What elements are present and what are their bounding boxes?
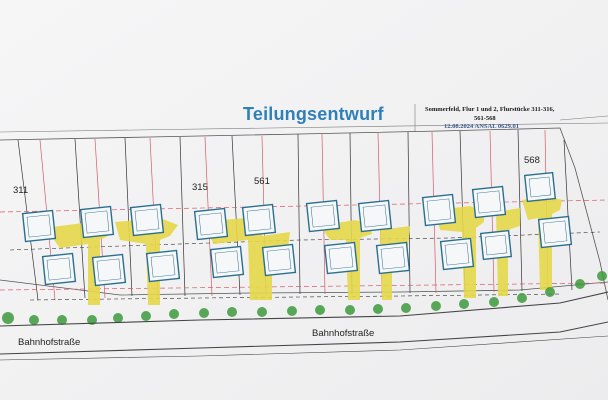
house <box>421 193 457 227</box>
house <box>261 243 297 277</box>
house <box>79 205 115 239</box>
location-line: Sommerfeld, Flur 1 und 2, Flurstücke 311… <box>425 106 555 113</box>
lot-label-315: 315 <box>192 182 208 193</box>
house <box>41 252 77 286</box>
street-label-center: Bahnhofstraße <box>312 328 375 339</box>
lot-label-568: 568 <box>524 155 540 166</box>
house <box>145 249 181 283</box>
parcel-range-line: 561-568 <box>474 115 496 122</box>
house <box>479 229 513 261</box>
house <box>439 237 475 271</box>
house <box>537 215 573 249</box>
street-label-left: Bahnhofstraße <box>18 337 81 348</box>
lot-label-561: 561 <box>254 176 270 187</box>
drawing-title: Teilungsentwurf <box>243 104 384 124</box>
house <box>305 199 341 233</box>
title-block-lines <box>0 104 608 133</box>
house <box>193 207 229 241</box>
street-edges <box>0 291 608 361</box>
house <box>241 203 277 237</box>
house <box>209 245 245 279</box>
tree-row <box>2 271 607 325</box>
house <box>471 185 507 219</box>
house <box>91 253 127 287</box>
house <box>375 241 411 275</box>
date-reference-line: 12.08.2024 ANSAL 0629.01 <box>444 123 519 130</box>
house <box>129 203 165 237</box>
lot-label-311: 311 <box>13 185 29 196</box>
house <box>21 209 57 243</box>
house <box>323 241 359 275</box>
houses <box>21 171 573 287</box>
house <box>523 171 557 203</box>
house <box>357 199 393 233</box>
